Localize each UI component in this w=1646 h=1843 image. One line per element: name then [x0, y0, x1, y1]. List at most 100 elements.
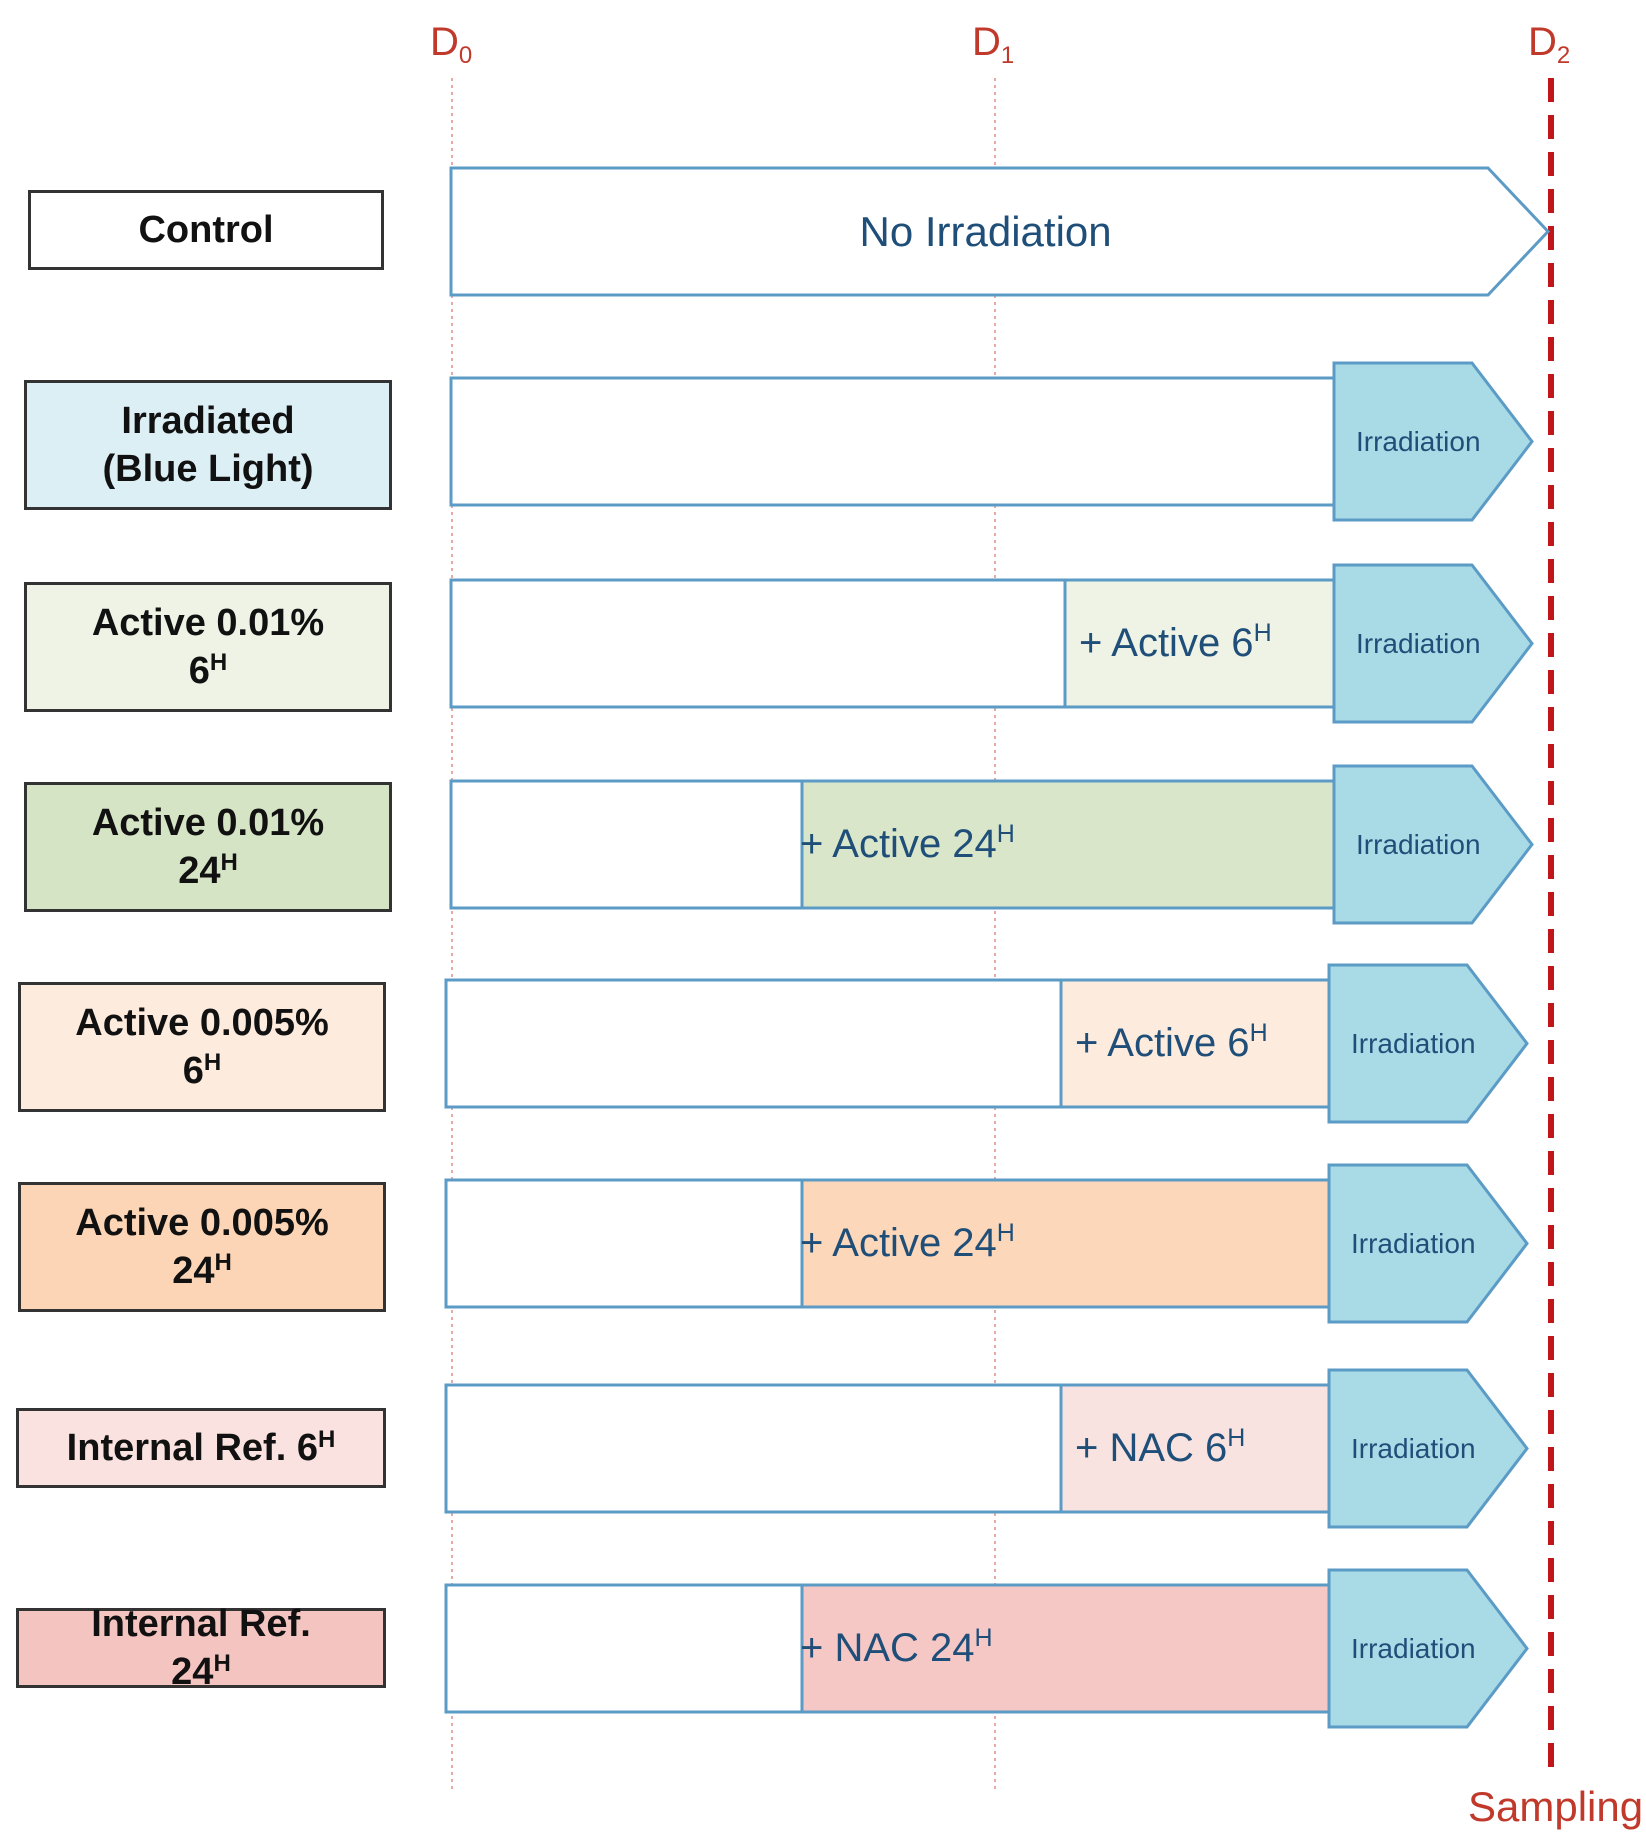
group-label-internal-ref-24h: Internal Ref.24H [16, 1603, 386, 1693]
treatment-label-text: + Active 24 [800, 821, 997, 866]
group-label-line: Active 0.01% [92, 799, 324, 847]
group-label-line: Active 0.01% [92, 599, 324, 647]
treatment-segment [800, 779, 1336, 910]
timeline-marker-base: D [972, 20, 1001, 64]
group-label-text: Active 0.005%6H [75, 999, 329, 1095]
sampling-label: Sampling [1468, 1783, 1644, 1830]
group-label-line-text: 24 [172, 1250, 215, 1292]
group-bar-active-001-24h [449, 764, 1534, 925]
treatment-segment [1063, 578, 1336, 709]
group-label-line: Control [138, 206, 273, 254]
group-label-control: Control [28, 190, 384, 270]
timeline-marker-subscript: 2 [1556, 42, 1571, 69]
group-label-text: Active 0.005%24H [75, 1199, 329, 1295]
treatment-label: + NAC 24H [800, 1625, 993, 1671]
group-bar-internal-ref-24h [444, 1568, 1529, 1729]
treatment-label-text: + Active 6 [1079, 620, 1254, 665]
irradiation-arrow [1327, 1568, 1529, 1729]
group-label-superscript: H [203, 1049, 222, 1076]
group-label-line: 24H [75, 1247, 329, 1295]
group-label-line-text: Control [138, 209, 274, 251]
treatment-label-superscript: H [996, 819, 1015, 848]
timeline-marker-subscript: 0 [458, 42, 473, 69]
irradiation-label: Irradiation [1356, 425, 1481, 457]
group-label-internal-ref-6h: Internal Ref. 6H [16, 1408, 386, 1488]
group-label-line: (Blue Light) [102, 445, 313, 493]
irradiation-arrow [1327, 1163, 1529, 1324]
treatment-label-superscript: H [1249, 1018, 1268, 1047]
timeline-marker-base: D [430, 20, 459, 64]
group-label-active-001-24h: Active 0.01%24H [24, 782, 392, 912]
irradiation-arrow [1332, 361, 1534, 522]
irradiation-label: Irradiation [1351, 1432, 1476, 1464]
treatment-label-superscript: H [996, 1218, 1015, 1247]
irradiation-label: Irradiation [1351, 1227, 1476, 1259]
treatment-label: + Active 24H [800, 1220, 1015, 1266]
group-label-superscript: H [209, 649, 228, 676]
no-irradiation-arrow [449, 166, 1551, 297]
group-label-line-text: 24 [171, 1651, 214, 1693]
group-label-superscript: H [214, 1249, 232, 1276]
treatment-label: + Active 24H [800, 821, 1015, 867]
treatment-label-text: + Active 24 [800, 1220, 997, 1265]
treatment-label-text: + Active 6 [1075, 1020, 1250, 1065]
treatment-label: + Active 6H [1079, 620, 1272, 666]
treatment-label-text: + NAC 24 [800, 1625, 975, 1670]
timeline-marker-d0: D0 [430, 22, 472, 76]
group-label-active-001-6h: Active 0.01% 6H [24, 582, 392, 712]
group-label-line-text: 6 [188, 650, 210, 692]
treatment-segment [800, 1583, 1331, 1714]
group-bar-control [449, 166, 1551, 297]
group-label-line-text: 24 [178, 850, 221, 892]
group-bar-active-001-6h [449, 563, 1534, 724]
irradiation-arrow [1332, 764, 1534, 925]
irradiation-arrow [1327, 963, 1529, 1124]
no-irradiation-label: No Irradiation [859, 207, 1112, 255]
baseline-segment [449, 376, 1336, 507]
treatment-label: + NAC 6H [1075, 1425, 1245, 1471]
irradiation-label: Irradiation [1351, 1632, 1476, 1664]
group-label-line: 6H [75, 1047, 329, 1095]
treatment-segment [800, 1178, 1331, 1309]
irradiation-label: Irradiation [1356, 828, 1481, 860]
timeline-marker-subscript: 1 [1000, 42, 1015, 69]
group-label-text: Active 0.01% 6H [92, 599, 324, 695]
group-label-line: Active 0.005% [75, 999, 329, 1047]
group-label-text: Irradiated(Blue Light) [102, 397, 313, 493]
timeline-marker-base: D [1528, 20, 1557, 64]
group-label-text: Internal Ref. 6H [67, 1424, 336, 1472]
group-label-line-text: Active 0.01% [91, 602, 325, 644]
group-label-active-0005-6h: Active 0.005%6H [18, 982, 386, 1112]
treatment-label-text: + NAC 6 [1075, 1425, 1228, 1470]
timeline-marker-d2: D2 [1528, 22, 1570, 76]
group-label-irradiated: Irradiated(Blue Light) [24, 380, 392, 510]
group-label-text: Internal Ref.24H [91, 1600, 311, 1696]
group-label-text: Active 0.01%24H [92, 799, 324, 895]
treatment-label-superscript: H [1227, 1423, 1246, 1452]
treatment-segment [1059, 978, 1331, 1109]
irradiation-label: Irradiation [1351, 1027, 1476, 1059]
group-label-line-text: Internal Ref. [91, 1603, 311, 1645]
group-label-line: Internal Ref. [91, 1600, 311, 1648]
group-label-line: 24H [91, 1648, 311, 1696]
group-label-line-text: Active 0.005% [75, 1202, 329, 1244]
group-label-line-text: 6 [182, 1050, 204, 1092]
timeline-marker-d1: D1 [972, 22, 1014, 76]
treatment-label: + Active 6H [1075, 1020, 1268, 1066]
treatment-label-superscript: H [974, 1623, 993, 1652]
group-label-line-text: Active 0.01% [91, 802, 325, 844]
group-label-line: Internal Ref. 6H [67, 1424, 336, 1472]
irradiation-arrow [1332, 563, 1534, 724]
irradiation-arrow [1327, 1368, 1529, 1529]
group-bar-irradiated [449, 361, 1534, 522]
group-label-line: Active 0.005% [75, 1199, 329, 1247]
group-label-line: 24H [92, 847, 324, 895]
group-label-superscript: H [220, 849, 238, 876]
group-label-line-text: (Blue Light) [102, 448, 314, 490]
irradiation-label: Irradiation [1356, 627, 1481, 659]
group-label-superscript: H [317, 1426, 336, 1453]
group-label-text: Control [138, 206, 273, 254]
group-bar-active-0005-6h [444, 963, 1529, 1124]
group-label-line: Irradiated [102, 397, 313, 445]
